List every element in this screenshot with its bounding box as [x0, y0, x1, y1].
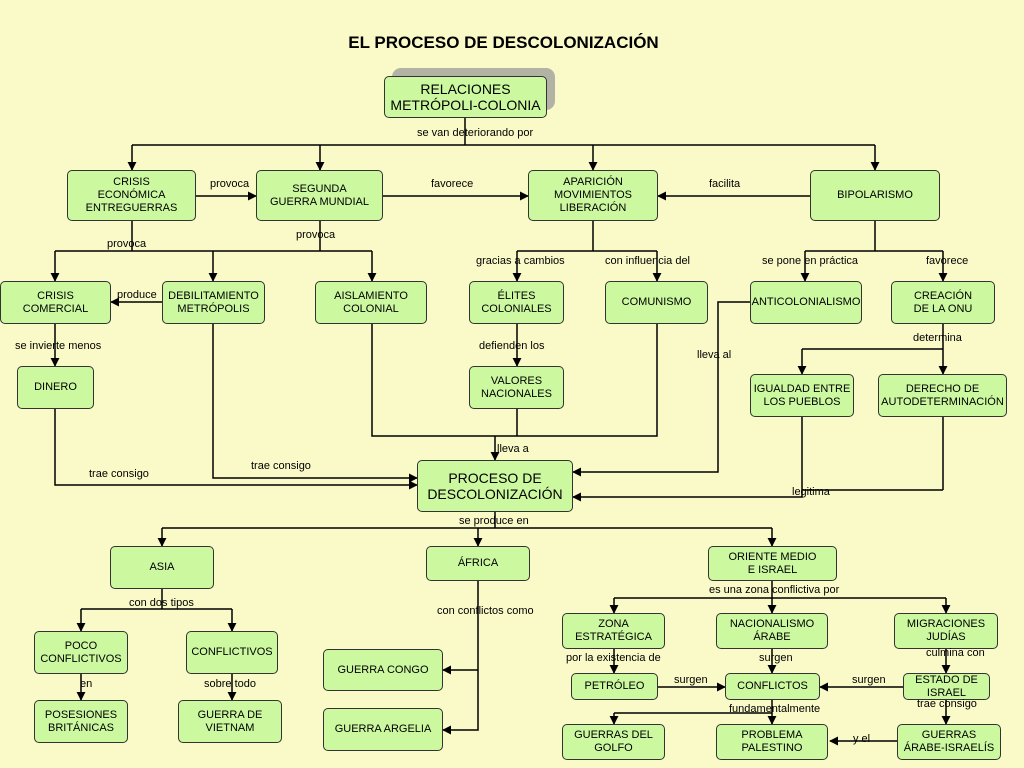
node-anticolonialismo: ANTICOLONIALISMO: [750, 281, 862, 324]
node-poco-conflictivos: POCO CONFLICTIVOS: [34, 631, 128, 674]
link-label: se van deteriorando por: [417, 127, 534, 139]
node-aislamiento: AISLAMIENTO COLONIAL: [315, 281, 427, 324]
link-label: y el: [853, 733, 871, 745]
node-elites: ÉLITES COLONIALES: [469, 281, 564, 324]
link-label: legitima: [792, 486, 830, 498]
node-segunda-guerra: SEGUNDA GUERRA MUNDIAL: [256, 170, 383, 221]
node-guerra-congo: GUERRA CONGO: [323, 649, 443, 691]
link-label: lleva a: [497, 443, 529, 455]
node-debilitamiento: DEBILITAMIENTO METRÓPOLIS: [162, 281, 265, 324]
link-label: culmina con: [926, 647, 985, 659]
node-bipolarismo: BIPOLARISMO: [810, 170, 940, 221]
link-label: se pone en práctica: [762, 255, 859, 267]
node-crisis-comercial: CRISIS COMERCIAL: [0, 281, 111, 324]
link-label: fundamentalmente: [729, 703, 821, 715]
node-guerras-arabe: GUERRAS ÁRABE-ISRAELÍS: [897, 724, 1001, 760]
link-label: trae consigo: [89, 468, 149, 480]
link-label: provoca: [210, 178, 250, 190]
node-igualdad: IGUALDAD ENTRE LOS PUEBLOS: [750, 374, 854, 417]
node-derecho: DERECHO DE AUTODETERMINACIÓN: [878, 374, 1007, 417]
node-oriente: ORIENTE MEDIO E ISRAEL: [708, 546, 837, 581]
link-label: provoca: [296, 229, 336, 241]
page-title: EL PROCESO DE DESCOLONIZACIÓN: [348, 33, 659, 52]
node-estado-israel: ESTADO DE ISRAEL: [903, 673, 990, 700]
link-label: facilita: [709, 178, 741, 190]
link-label: trae consigo: [251, 460, 311, 472]
link-label: es una zona conflictiva por: [709, 584, 840, 596]
link-label: determina: [913, 332, 962, 344]
node-migraciones: MIGRACIONES JUDÍAS: [894, 613, 998, 649]
link-label: gracias a cambios: [476, 255, 565, 267]
link-label: con influencia del: [605, 255, 691, 267]
link-label: se invierte menos: [15, 340, 102, 352]
node-zona-estrategica: ZONA ESTRATÉGICA: [562, 613, 665, 649]
node-asia: ASIA: [110, 546, 214, 589]
node-posesiones: POSESIONES BRITÁNICAS: [34, 700, 128, 743]
node-conflictivos: CONFLICTIVOS: [186, 631, 278, 674]
node-relaciones: RELACIONES METRÓPOLI-COLONIA: [384, 76, 547, 118]
node-guerra-argelia: GUERRA ARGELIA: [323, 708, 443, 751]
link-label: con conflictos como: [437, 605, 534, 617]
node-africa: ÁFRICA: [426, 546, 530, 581]
node-problema-palestino: PROBLEMA PALESTINO: [716, 724, 828, 760]
node-petroleo: PETRÓLEO: [571, 673, 658, 700]
node-proceso: PROCESO DE DESCOLONIZACIÓN: [417, 460, 573, 512]
node-guerras-golfo: GUERRAS DEL GOLFO: [562, 724, 665, 760]
link-label: surgen: [852, 674, 886, 686]
link-label: provoca: [107, 238, 147, 250]
node-aparicion: APARICIÓN MOVIMIENTOS LIBERACIÓN: [528, 170, 658, 221]
node-conflictos: CONFLICTOS: [725, 673, 820, 700]
link-label: favorece: [926, 255, 969, 267]
node-nacionalismo: NACIONALISMO ÁRABE: [716, 613, 828, 649]
link-label: surgen: [759, 652, 793, 664]
link-label: se produce en: [459, 515, 529, 527]
link-label: en: [80, 678, 93, 690]
link-label: defienden los: [479, 340, 545, 352]
node-comunismo: COMUNISMO: [605, 281, 708, 324]
link-label: por la existencia de: [566, 652, 661, 664]
link-label: lleva al: [697, 349, 732, 361]
node-crisis-economica: CRISIS ECONÓMICA ENTREGUERRAS: [67, 170, 196, 221]
link-label: trae consigo: [917, 698, 977, 710]
link-label: produce: [117, 289, 157, 301]
node-creacion-onu: CREACIÓN DE LA ONU: [891, 281, 995, 324]
node-valores: VALORES NACIONALES: [469, 366, 564, 409]
node-dinero: DINERO: [17, 366, 94, 409]
node-guerra-vietnam: GUERRA DE VIETNAM: [178, 700, 282, 743]
link-label: surgen: [674, 674, 708, 686]
link-label: con dos tipos: [129, 597, 194, 609]
link-label: favorece: [431, 178, 474, 190]
link-label: sobre todo: [204, 678, 256, 690]
